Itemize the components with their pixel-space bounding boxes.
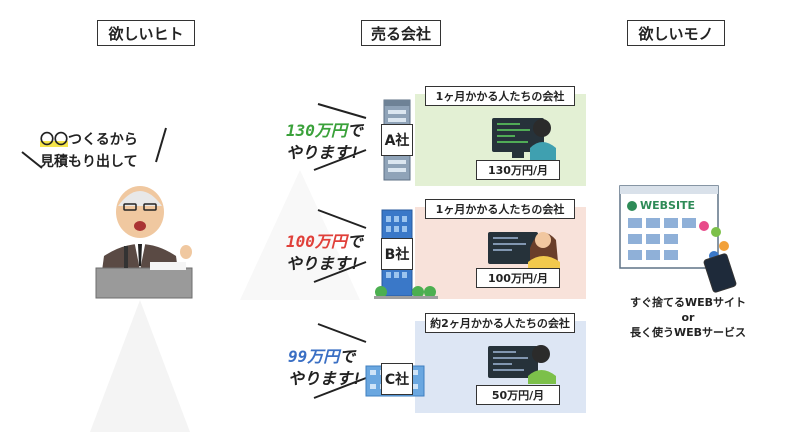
panel-c-price: 50万円/月 [476,385,560,405]
client-illustration [95,186,193,299]
offer-c-line2: やります! [288,369,362,388]
offer-c-suffix: で [339,347,356,366]
product-caption-line3: 長く使うWEBサービス [629,326,747,339]
header-seller: 売る会社 [361,20,441,46]
product-caption: すぐ捨てるWEBサイト or 長く使うWEBサービス [596,295,780,340]
company-c-label: C社 [381,363,413,395]
panel-b-price: 100万円/月 [476,268,560,288]
worker-c-illustration [488,345,556,384]
emphasis-line [155,127,167,163]
light-cone [240,170,360,300]
emphasis-line [21,151,43,169]
panel-b-title: 1ヶ月かかる人たちの会社 [425,199,575,219]
panel-a-title: 1ヶ月かかる人たちの会社 [425,86,575,106]
offer-a-suffix: で [346,121,363,140]
speech-line-1-rest: つくるから [68,132,138,148]
company-a-label: A社 [381,124,413,156]
product-caption-line1: すぐ捨てるWEBサイト [629,296,747,309]
worker-b-illustration [488,232,560,270]
offer-c: 99万円で やります! [288,346,362,390]
product-caption-line2: or [681,311,695,324]
client-speech: 〇〇つくるから 見積もり出して [40,129,138,173]
company-b-label: B社 [381,238,413,270]
header-customer: 欲しいヒト [97,20,195,46]
speech-line-1: 〇〇つくるから [40,129,138,151]
offer-a-amount: 130万円 [286,121,347,140]
speech-line-2: 見積もり出して [40,154,138,170]
offer-b: 100万円で やります! [286,231,363,275]
offer-a-line2: やります! [286,143,360,162]
offer-b-suffix: で [346,232,363,251]
offer-b-line2: やります! [286,254,360,273]
speech-lines [313,103,367,399]
panel-a-price: 130万円/月 [476,160,560,180]
light-cone [90,300,190,432]
offer-c-amount: 99万円 [288,347,340,366]
header-product: 欲しいモノ [627,20,725,46]
offer-a: 130万円で やります! [286,120,363,164]
website-logo: WEBSITE [640,199,696,212]
worker-a-illustration [492,118,556,160]
panel-c-title: 約2ヶ月かかる人たちの会社 [425,313,575,333]
website-illustration [619,185,737,293]
offer-b-amount: 100万円 [286,232,347,251]
speech-highlight: 〇〇 [40,132,68,148]
